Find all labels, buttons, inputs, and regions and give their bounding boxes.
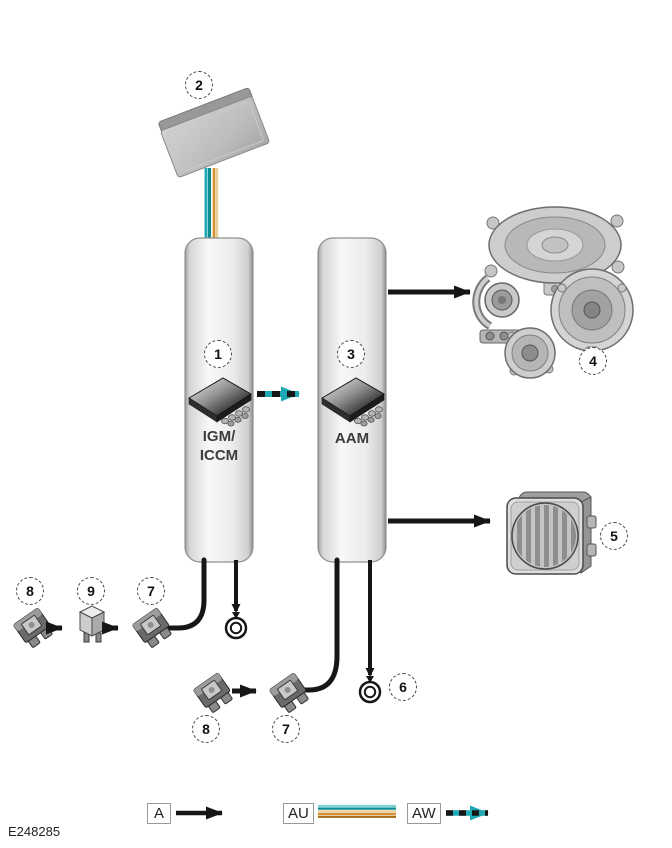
callout-ground: 6 xyxy=(389,673,417,701)
callout-relay: 9 xyxy=(77,577,105,605)
fuse-icon-7b xyxy=(268,672,312,716)
callout-display: 2 xyxy=(185,71,213,99)
speaker-cluster xyxy=(472,206,634,379)
igm-power-wire xyxy=(167,557,207,631)
callout-power-fuse-igm: 8 xyxy=(16,577,44,605)
callout-fuse-aam: 7 xyxy=(272,715,300,743)
figure-code: E248285 xyxy=(8,824,61,839)
callout-subwoofer: 5 xyxy=(600,522,628,550)
ground-eyelet-aam xyxy=(358,674,382,704)
relay-icon xyxy=(78,605,106,643)
ground-eyelet-igm xyxy=(224,610,248,640)
display-screen xyxy=(158,87,270,178)
small-speaker xyxy=(504,327,556,379)
aam-power-wire xyxy=(299,557,340,693)
fuse-icon-7a xyxy=(131,607,175,651)
igm-module-label: IGM/ ICCM xyxy=(185,427,253,465)
legend-code-aw: AW xyxy=(407,803,441,824)
legend-code-a: A xyxy=(147,803,171,824)
fuse-icon-8a xyxy=(12,607,56,651)
fuse-icon-8b xyxy=(192,672,236,716)
callout-speakers: 4 xyxy=(579,347,607,375)
oval-speaker xyxy=(484,206,625,296)
au-wire-bundle xyxy=(204,168,219,240)
legend-au-wires xyxy=(318,804,396,818)
igm-label-line1: IGM/ xyxy=(202,428,236,445)
round-speaker xyxy=(550,268,634,357)
callout-aam-module: 3 xyxy=(337,340,365,368)
callout-power-fuse-aam: 8 xyxy=(192,715,220,743)
legend-code-au: AU xyxy=(283,803,314,824)
callout-igm-module: 1 xyxy=(204,340,232,368)
subwoofer-speaker xyxy=(506,491,597,575)
aam-module-label: AAM xyxy=(334,430,370,447)
callout-fuse-igm: 7 xyxy=(137,577,165,605)
igm-label-line2: ICCM xyxy=(199,447,239,464)
